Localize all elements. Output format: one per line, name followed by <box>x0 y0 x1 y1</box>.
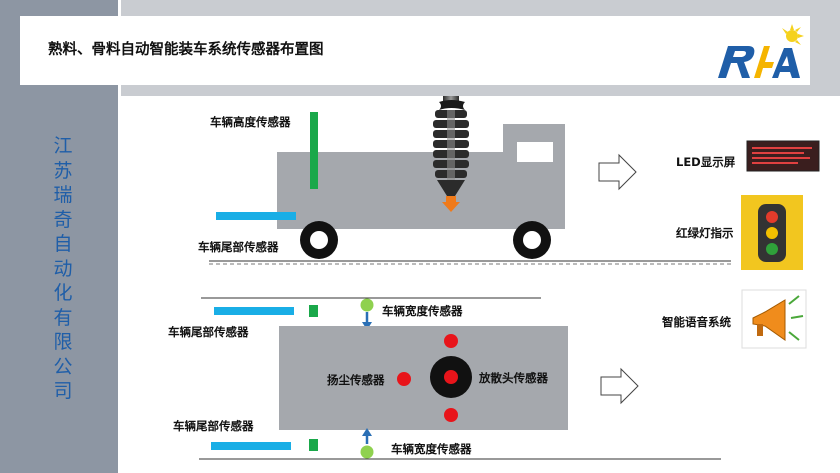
down-arrow-icon <box>442 196 460 212</box>
company-char: 瑞 <box>53 184 73 206</box>
company-char: 限 <box>53 331 73 353</box>
traffic-light-label: 红绿灯指示 <box>676 226 734 240</box>
discharge-sensor-dot <box>444 408 458 422</box>
arrow-right-icon <box>600 367 639 405</box>
loading-spout <box>433 96 469 212</box>
company-char: 动 <box>53 257 73 280</box>
discharge-head-icon <box>430 356 472 398</box>
company-char: 江 <box>53 135 73 157</box>
company-logo <box>718 24 804 78</box>
vehicle-width-sensor-label: 车辆宽度传感器 <box>391 442 472 456</box>
traffic-light-icon <box>741 195 803 270</box>
led-display-icon <box>746 140 820 172</box>
company-char: 自 <box>53 233 73 255</box>
discharge-sensor-dot <box>444 334 458 348</box>
tail-sensor-marker <box>309 439 318 451</box>
vehicle-tail-sensor-label: 车辆尾部传感器 <box>198 240 279 254</box>
width-sensor-dot <box>360 298 374 312</box>
vehicle-height-sensor-label: 车辆高度传感器 <box>210 115 291 129</box>
led-screen-label: LED显示屏 <box>676 155 736 169</box>
truck-top-view <box>279 326 568 430</box>
company-char: 公 <box>53 355 73 378</box>
height-sensor-bar <box>310 112 318 189</box>
wheel-icon <box>513 221 551 259</box>
company-char: 化 <box>53 282 73 304</box>
sun-icon <box>782 24 804 45</box>
copyright-text: © Jiang Su RICH 2017. All Rights Reserve… <box>585 436 816 447</box>
up-arrowhead-icon <box>362 428 372 436</box>
arrow-right-icon <box>598 153 637 191</box>
vehicle-tail-sensor-label: 车辆尾部传感器 <box>173 419 254 433</box>
company-char: 苏 <box>53 159 73 182</box>
company-name: 江 苏 瑞 奇 自 动 化 有 限 公 司 <box>50 134 76 404</box>
tail-sensor-marker <box>309 305 318 317</box>
page-title: 熟料、骨料自动智能装车系统传感器布置图 <box>48 42 324 58</box>
voice-system-label: 智能语音系统 <box>662 315 731 329</box>
vehicle-width-sensor-label: 车辆宽度传感器 <box>382 304 463 318</box>
company-char: 司 <box>53 380 73 402</box>
company-char: 有 <box>53 306 73 329</box>
wheel-icon <box>300 221 338 259</box>
loudspeaker-icon <box>741 289 807 349</box>
sidebar-divider <box>118 0 121 473</box>
discharge-head-sensor-label: 放散头传感器 <box>479 371 548 385</box>
vehicle-tail-sensor-label: 车辆尾部传感器 <box>168 325 249 339</box>
truck-cab <box>503 124 565 229</box>
truck-side-view <box>277 124 565 259</box>
tail-sensor-bar <box>214 307 294 315</box>
company-char: 奇 <box>53 208 73 231</box>
dust-sensor-dot <box>397 372 411 386</box>
sensor-layout-diagram <box>199 96 820 460</box>
tail-sensor-bar <box>211 442 291 450</box>
width-sensor-dot <box>360 445 374 459</box>
header-bar: 熟料、骨料自动智能装车系统传感器布置图 <box>20 16 810 85</box>
truck-window <box>517 142 553 162</box>
tail-sensor-bar <box>216 212 296 220</box>
dust-sensor-label: 扬尘传感器 <box>327 373 385 387</box>
